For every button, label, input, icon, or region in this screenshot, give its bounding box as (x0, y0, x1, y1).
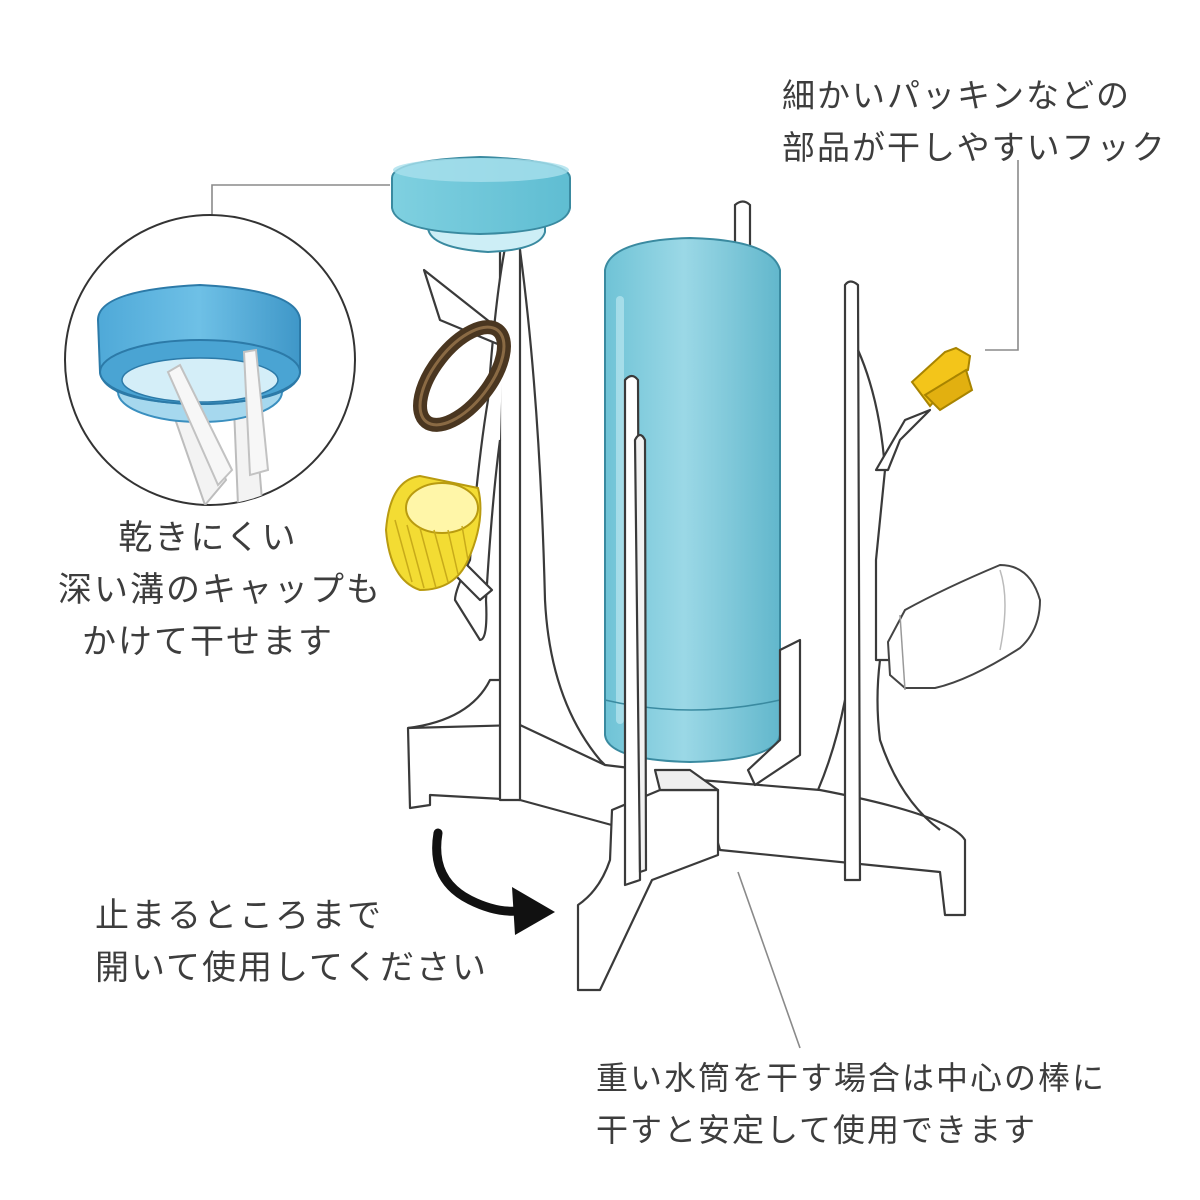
rack-pole-left (407, 243, 606, 802)
rack-base (406, 723, 967, 992)
caption-center-line-1: 重い水筒を干す場合は中心の棒に (596, 1059, 1107, 1097)
caption-open-line-2: 開いて使用してください (95, 948, 488, 988)
caption-open-line-1: 止まるところまで (95, 896, 383, 936)
zoom-circle (64, 214, 356, 506)
leader-center (737, 871, 801, 1049)
caption-hook: 細かいパッキンなどの 部品が干しやすいフック (782, 70, 1167, 174)
caption-cap-line-3: かけて干せます (82, 622, 334, 662)
nozzle-tip (910, 346, 974, 412)
squeeze-bottle (886, 563, 1042, 691)
rack-pole-right (816, 280, 941, 882)
caption-open: 止まるところまで 開いて使用してください (95, 890, 488, 994)
leader-cap (211, 184, 390, 215)
rack-pole-back (733, 200, 752, 252)
leader-hook (985, 160, 1019, 351)
caption-cap-line-2: 深い溝のキャップも (58, 570, 382, 610)
caption-center-line-2: 干すと安定して使用できます (596, 1111, 1038, 1149)
caption-hook-line-2: 部品が干しやすいフック (782, 128, 1167, 167)
caption-center: 重い水筒を干す場合は中心の棒に 干すと安定して使用できます (596, 1052, 1106, 1156)
rack-pole-center (623, 374, 802, 887)
curved-arrow-icon (432, 828, 555, 935)
gasket-ring (413, 320, 511, 432)
top-cap (391, 155, 571, 254)
caption-cap: 乾きにくい 深い溝のキャップも かけて干せます (58, 512, 382, 668)
caption-cap-line-1: 乾きにくい (118, 518, 298, 558)
leader-lines (211, 160, 1019, 1049)
paper-cup (384, 474, 482, 592)
caption-hook-line-1: 細かいパッキンなどの (782, 76, 1132, 115)
